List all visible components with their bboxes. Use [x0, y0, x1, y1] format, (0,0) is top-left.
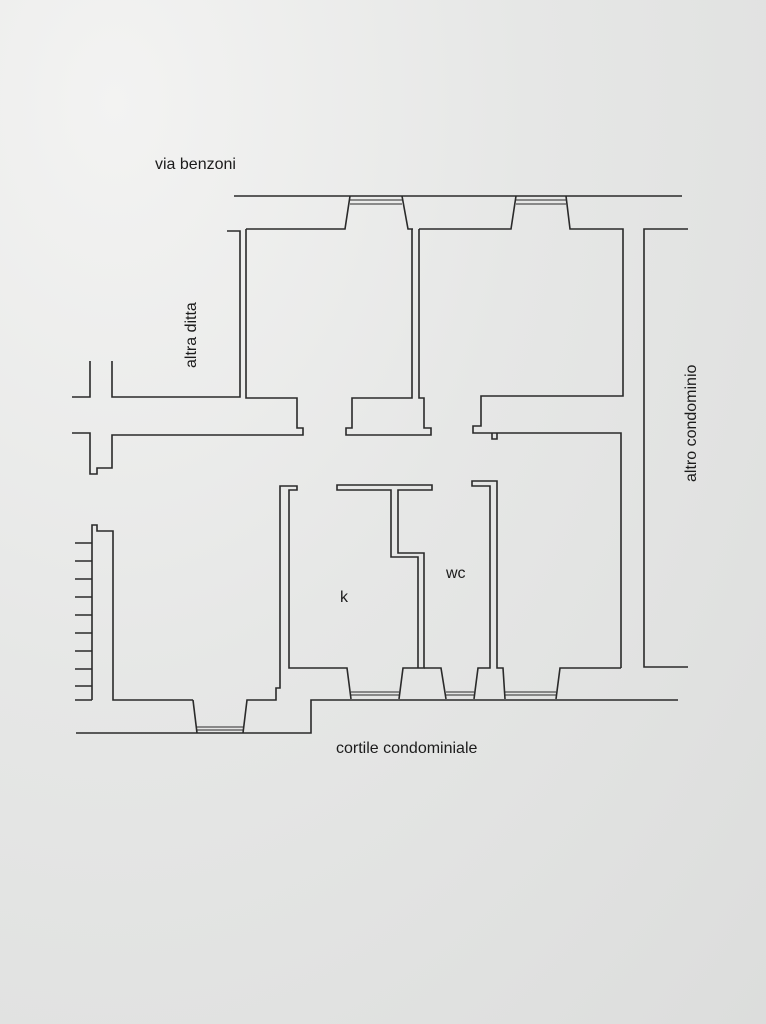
room-front-left [72, 229, 432, 475]
window-top-left [246, 195, 413, 230]
street-facade [234, 195, 682, 668]
label-via-benzoni: via benzoni [155, 156, 236, 173]
label-altra-ditta: altra ditta [183, 302, 200, 368]
courtyard-facade [76, 480, 678, 734]
stairs [75, 524, 193, 701]
label-wc: wc [445, 565, 466, 582]
window-top-right [419, 195, 624, 668]
right-boundary [643, 228, 688, 668]
label-kitchen: k [340, 589, 349, 606]
label-altro-condominio: altro condominio [683, 365, 700, 483]
label-cortile-condominiale: cortile condominiale [336, 740, 478, 757]
